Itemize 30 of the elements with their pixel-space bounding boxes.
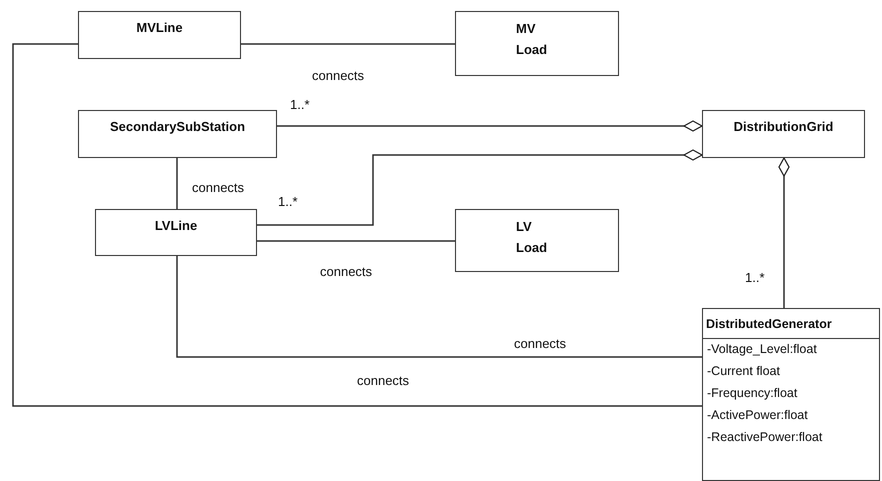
class-box [702, 308, 880, 481]
attribute-text: -ReactivePower:float [706, 429, 824, 446]
class-box [78, 11, 241, 59]
class-name: SecondarySubStation [108, 118, 246, 134]
association-line [257, 240, 455, 242]
class-name: LV Load [516, 218, 548, 257]
association-line [176, 158, 178, 209]
class-name: MV Load [516, 20, 548, 59]
association-line [12, 43, 702, 407]
class-box [455, 11, 619, 76]
attribute-text: -Frequency:float [706, 385, 798, 402]
class-name: LVLine [154, 217, 198, 233]
class-box [702, 110, 865, 158]
association-line [241, 43, 455, 45]
attribute-text: -Current float [706, 363, 781, 380]
class-name: MVLine [135, 19, 184, 35]
class-box [78, 110, 277, 158]
class-box [95, 209, 257, 256]
multiplicity-label: 1..* [278, 194, 298, 209]
attribute-text: -ActivePower:float [706, 407, 809, 424]
multiplicity-label: 1..* [745, 270, 765, 285]
class-name: DistributionGrid [732, 118, 834, 134]
association-line [176, 256, 702, 358]
class-box [455, 209, 619, 272]
class-name: DistributedGenerator [703, 309, 879, 339]
multiplicity-label: 1..* [290, 97, 310, 112]
aggregation-line [778, 157, 790, 308]
attribute-text: -Voltage_Level:float [706, 341, 818, 358]
aggregation-line [257, 149, 703, 226]
aggregation-line [277, 120, 703, 132]
